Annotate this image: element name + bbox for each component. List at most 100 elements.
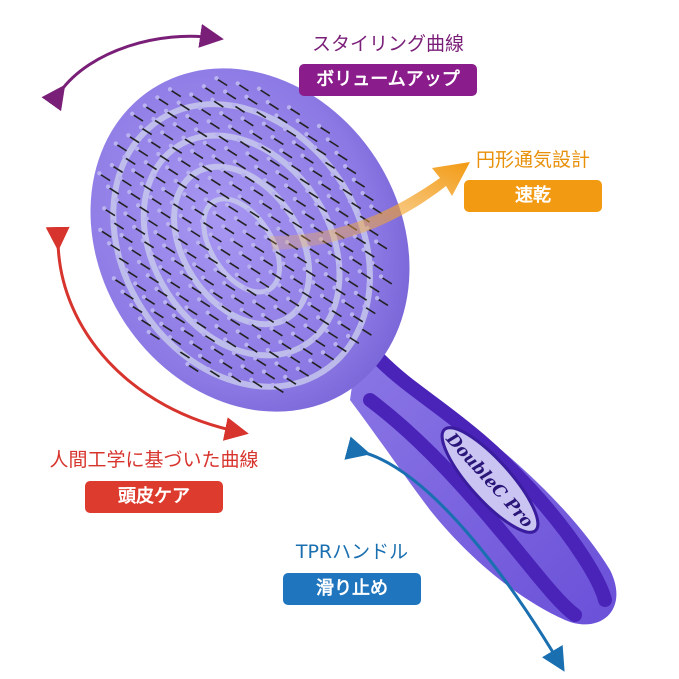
bristle-tip xyxy=(299,344,304,350)
bristle xyxy=(115,143,127,152)
bristle-tip xyxy=(216,189,221,194)
bristle-tip xyxy=(148,194,153,200)
bristle xyxy=(292,277,304,286)
bristle-tip xyxy=(259,256,265,261)
bristle xyxy=(381,276,393,285)
bristle-tip xyxy=(305,188,310,193)
bristle xyxy=(327,139,339,148)
bristle xyxy=(276,363,288,372)
bristle xyxy=(257,223,269,232)
bristle-tip xyxy=(344,277,350,282)
bristle xyxy=(234,161,247,170)
bristle-tip xyxy=(301,210,306,215)
bristle xyxy=(316,204,328,213)
bristle-tip xyxy=(178,213,183,219)
bristle xyxy=(159,210,171,219)
bristle xyxy=(289,355,301,364)
bristle xyxy=(324,161,336,170)
bristle xyxy=(285,129,297,137)
bristle xyxy=(314,339,326,347)
bristle xyxy=(205,199,217,208)
bristle xyxy=(193,207,205,216)
bristle xyxy=(293,333,305,342)
bristle xyxy=(238,140,250,149)
bristle-tip xyxy=(351,177,357,182)
bristle xyxy=(124,157,136,165)
bristle xyxy=(217,134,229,143)
bristle xyxy=(275,307,287,315)
bristle xyxy=(264,180,277,189)
callout-heading: TPRハンドル xyxy=(295,541,409,563)
bristle xyxy=(266,293,278,302)
bristle-tip xyxy=(273,304,278,310)
bristle xyxy=(308,247,320,256)
bristle xyxy=(348,336,360,345)
ergonomic-curve-arrow xyxy=(45,226,249,441)
bristle-tip xyxy=(261,369,267,374)
bristle-tip xyxy=(206,119,211,124)
bristle xyxy=(306,134,318,143)
bristle xyxy=(221,113,233,122)
bristle-tip xyxy=(366,282,371,287)
bristle xyxy=(235,218,247,227)
bristle-tip xyxy=(181,135,186,140)
bristle-tip xyxy=(253,356,258,361)
bristle-tip xyxy=(134,146,140,151)
bristle-tip xyxy=(254,221,260,226)
bristle xyxy=(129,192,141,200)
bristle-tip xyxy=(345,333,351,339)
bristle-tip xyxy=(193,127,199,132)
bristle xyxy=(242,118,254,127)
bristle xyxy=(163,189,175,198)
bristle-tip xyxy=(277,283,282,288)
callout-heading: 人間工学に基づいた曲線 xyxy=(49,449,259,471)
bristle-tip xyxy=(362,304,367,309)
bristle-tip xyxy=(323,271,329,277)
bristle-tip xyxy=(300,153,305,158)
callout-badge: ボリュームアップ xyxy=(299,64,477,96)
bristle xyxy=(297,120,309,129)
bristle xyxy=(294,142,306,151)
bristle-tip xyxy=(315,315,321,320)
bristle-tip xyxy=(348,255,354,261)
bristle-tip xyxy=(289,274,295,280)
bristle xyxy=(324,217,337,226)
bristle-tip xyxy=(233,215,239,221)
bristle-tip xyxy=(279,148,284,153)
bristle-tip xyxy=(322,215,328,220)
bristle-tip xyxy=(127,189,132,195)
bristle xyxy=(329,252,341,261)
bristle xyxy=(246,96,258,105)
bristle xyxy=(279,285,291,294)
callout-heading: スタイリング曲線 xyxy=(311,33,464,55)
bristle-tip xyxy=(228,180,234,186)
bristle xyxy=(267,350,279,359)
bristle xyxy=(363,249,375,258)
bristle xyxy=(304,269,316,277)
bristle-tip xyxy=(308,358,313,363)
bristle xyxy=(225,91,237,100)
bristle xyxy=(269,215,281,224)
bristle xyxy=(208,121,220,130)
bristle-tip xyxy=(312,336,317,342)
bristle xyxy=(354,179,366,188)
bristle-tip xyxy=(276,226,281,231)
bristle-tip xyxy=(307,301,312,307)
bristle-tip xyxy=(198,162,204,167)
bristle xyxy=(149,140,161,149)
bristle-tip xyxy=(260,312,266,318)
bristle xyxy=(128,135,140,144)
bristle xyxy=(116,200,128,209)
bristle-tip xyxy=(191,205,196,210)
bristle-tip xyxy=(316,123,322,129)
bristle-tip xyxy=(182,192,187,197)
bristle xyxy=(166,111,178,119)
bristle xyxy=(271,328,283,337)
bristle xyxy=(196,129,208,138)
bristle-tip xyxy=(332,285,337,290)
bristle xyxy=(317,260,329,269)
bristle xyxy=(301,347,313,356)
bristle-tip xyxy=(131,168,136,173)
bristle-tip xyxy=(262,178,268,183)
bristle-tip xyxy=(252,108,258,113)
